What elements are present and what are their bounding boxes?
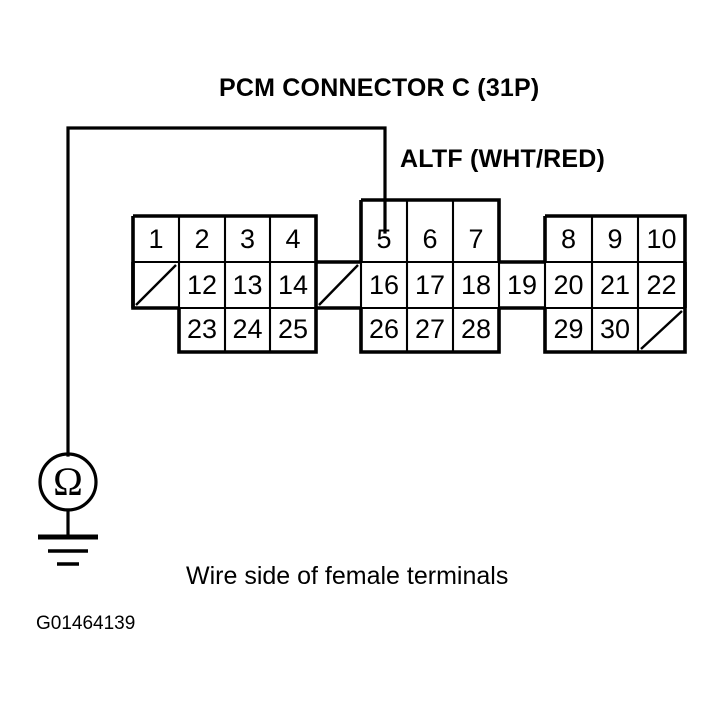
terminal-9[interactable]: 9 bbox=[607, 224, 623, 254]
terminal-25[interactable]: 25 bbox=[277, 314, 309, 344]
wire-label: ALTF (WHT/RED) bbox=[400, 145, 606, 173]
terminal-18[interactable]: 18 bbox=[460, 270, 492, 300]
terminal-29[interactable]: 29 bbox=[553, 314, 584, 344]
terminal-7[interactable]: 7 bbox=[468, 224, 484, 254]
connector-outline bbox=[131, 198, 687, 354]
terminal-23[interactable]: 23 bbox=[186, 314, 218, 344]
page-title: PCM CONNECTOR C (31P) bbox=[219, 74, 540, 102]
blank-slash-31 bbox=[640, 310, 683, 350]
blank-terminal-slashes bbox=[135, 264, 683, 350]
terminal-4[interactable]: 4 bbox=[285, 224, 301, 254]
terminal-13[interactable]: 13 bbox=[232, 270, 263, 300]
test-lead-wire bbox=[66, 126, 387, 457]
ohm-glyph: Ω bbox=[53, 459, 83, 504]
terminal-28[interactable]: 28 bbox=[460, 314, 492, 344]
terminal-12[interactable]: 12 bbox=[186, 270, 218, 300]
terminal-14[interactable]: 14 bbox=[277, 270, 309, 300]
terminal-1[interactable]: 1 bbox=[148, 224, 164, 254]
terminal-3[interactable]: 3 bbox=[239, 224, 256, 254]
terminal-2[interactable]: 2 bbox=[194, 224, 210, 254]
ohmmeter-symbol bbox=[38, 452, 98, 539]
terminal-5[interactable]: 5 bbox=[376, 224, 392, 254]
terminal-6[interactable]: 6 bbox=[422, 224, 438, 254]
terminal-24[interactable]: 24 bbox=[232, 314, 263, 344]
blank-slash-11 bbox=[135, 264, 177, 306]
terminal-19[interactable]: 19 bbox=[506, 270, 538, 300]
figure-id: G01464139 bbox=[36, 613, 136, 634]
terminal-22[interactable]: 22 bbox=[646, 270, 677, 300]
caption: Wire side of female terminals bbox=[186, 562, 509, 590]
terminal-27[interactable]: 27 bbox=[414, 314, 446, 344]
connector-grid-lines bbox=[133, 200, 685, 352]
blank-slash-15 bbox=[318, 264, 359, 306]
terminal-17[interactable]: 17 bbox=[414, 270, 446, 300]
terminal-16[interactable]: 16 bbox=[368, 270, 400, 300]
terminal-21[interactable]: 21 bbox=[599, 270, 631, 300]
terminal-30[interactable]: 30 bbox=[599, 314, 631, 344]
terminal-8[interactable]: 8 bbox=[560, 224, 577, 254]
terminal-10[interactable]: 10 bbox=[646, 224, 677, 254]
terminal-20[interactable]: 20 bbox=[553, 270, 584, 300]
terminal-26[interactable]: 26 bbox=[368, 314, 400, 344]
